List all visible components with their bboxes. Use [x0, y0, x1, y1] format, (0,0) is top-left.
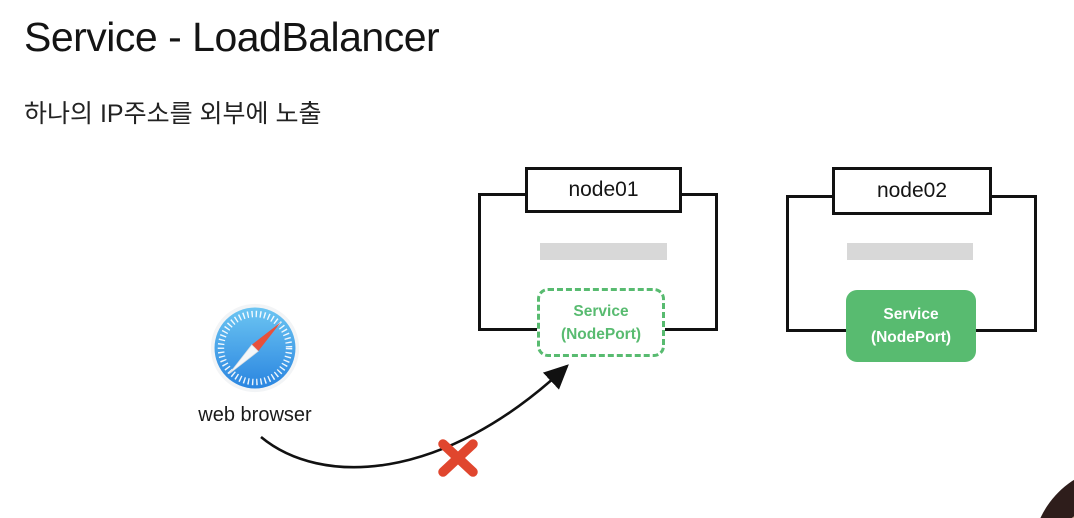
- node01-service-nodeport-box: Service (NodePort): [537, 288, 665, 357]
- node01-pod-placeholder-bar: [540, 243, 667, 260]
- compass-needle-white: [228, 344, 259, 375]
- service-line1: Service: [883, 306, 939, 323]
- safari-browser-icon: [209, 302, 301, 394]
- service-line2: (NodePort): [870, 329, 952, 346]
- node02-label-text: node02: [876, 179, 948, 202]
- node02-label: node02: [832, 167, 992, 215]
- node02-service-nodeport-box: Service (NodePort): [846, 290, 976, 362]
- web-browser-label: web browser: [198, 404, 312, 426]
- compass-needle-red: [251, 322, 281, 352]
- presenter-webcam-overlay: [1040, 479, 1074, 518]
- node02-pod-placeholder-bar: [847, 243, 973, 260]
- node01-label-text: node01: [568, 178, 639, 201]
- red-x-icon: [438, 439, 478, 477]
- service-line2: (NodePort): [560, 325, 642, 343]
- page-title: Service - LoadBalancer: [24, 14, 440, 60]
- presenter-hair: [1040, 479, 1074, 518]
- presenter-forehead: [1071, 516, 1074, 518]
- slide-subtitle: 하나의 IP주소를 외부에 노출: [24, 100, 322, 128]
- node01-label: node01: [525, 167, 682, 213]
- service-line1: Service: [573, 302, 629, 320]
